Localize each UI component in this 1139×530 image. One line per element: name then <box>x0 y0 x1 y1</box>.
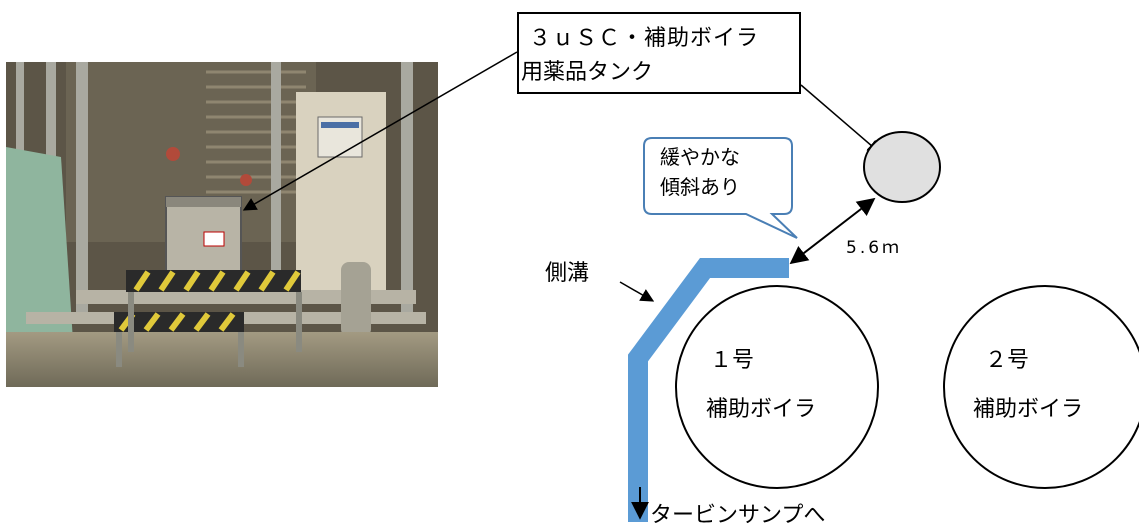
chemical-tank-callout: ３ｕＳＣ・補助ボイラ 用薬品タンク <box>517 12 801 94</box>
boiler-1-name: 補助ボイラ <box>706 397 817 422</box>
photo-leader-line <box>242 51 518 211</box>
distance-arrow <box>789 197 876 265</box>
tank-leader-line <box>800 84 882 154</box>
slope-note-line-2: 傾斜あり <box>660 175 740 199</box>
slope-speech-bubble <box>643 137 798 239</box>
side-ditch <box>628 258 789 522</box>
equipment-photo <box>6 62 438 387</box>
slope-note: 緩やかな 傾斜あり <box>660 142 740 202</box>
boiler-1-number: １号 <box>710 348 755 373</box>
side-ditch-label: 側溝 <box>545 261 590 286</box>
turbine-sump-label: タービンサンプへ <box>650 503 826 528</box>
boiler-2-name: 補助ボイラ <box>973 397 1084 422</box>
boiler-2-number: ２号 <box>985 348 1030 373</box>
distance-label: 5.6ｍ <box>846 238 903 258</box>
chemical-tank-circle <box>863 131 941 203</box>
ditch-pointer-arrow <box>619 281 655 302</box>
callout-line-1: ３ｕＳＣ・補助ボイラ <box>529 26 760 51</box>
slope-note-line-1: 緩やかな <box>660 145 740 169</box>
callout-line-2: 用薬品タンク <box>521 60 654 85</box>
boiler-1-circle <box>675 285 879 489</box>
boiler-2-circle <box>943 285 1139 489</box>
